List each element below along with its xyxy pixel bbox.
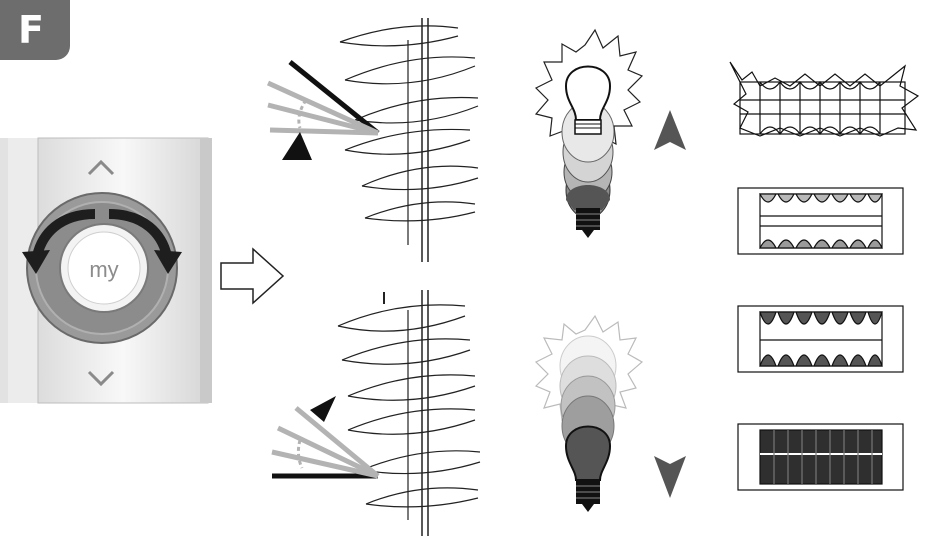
tilt-direction-arrow-icon — [282, 132, 312, 160]
bulb-bright-icon — [536, 30, 642, 238]
tilt-direction-arrow-icon — [310, 396, 336, 422]
blind-tilt-closed — [272, 290, 480, 536]
window-state-partially-open — [738, 188, 903, 254]
my-button-label: my — [89, 257, 118, 282]
bulb-dim-icon — [536, 316, 642, 512]
arrow-up-icon — [654, 110, 686, 150]
arrow-right-outline-icon — [221, 249, 283, 303]
window-state-closed — [738, 424, 903, 490]
arrow-down-icon — [654, 456, 686, 498]
window-state-open — [730, 62, 918, 136]
window-state-mostly-closed — [738, 306, 903, 372]
